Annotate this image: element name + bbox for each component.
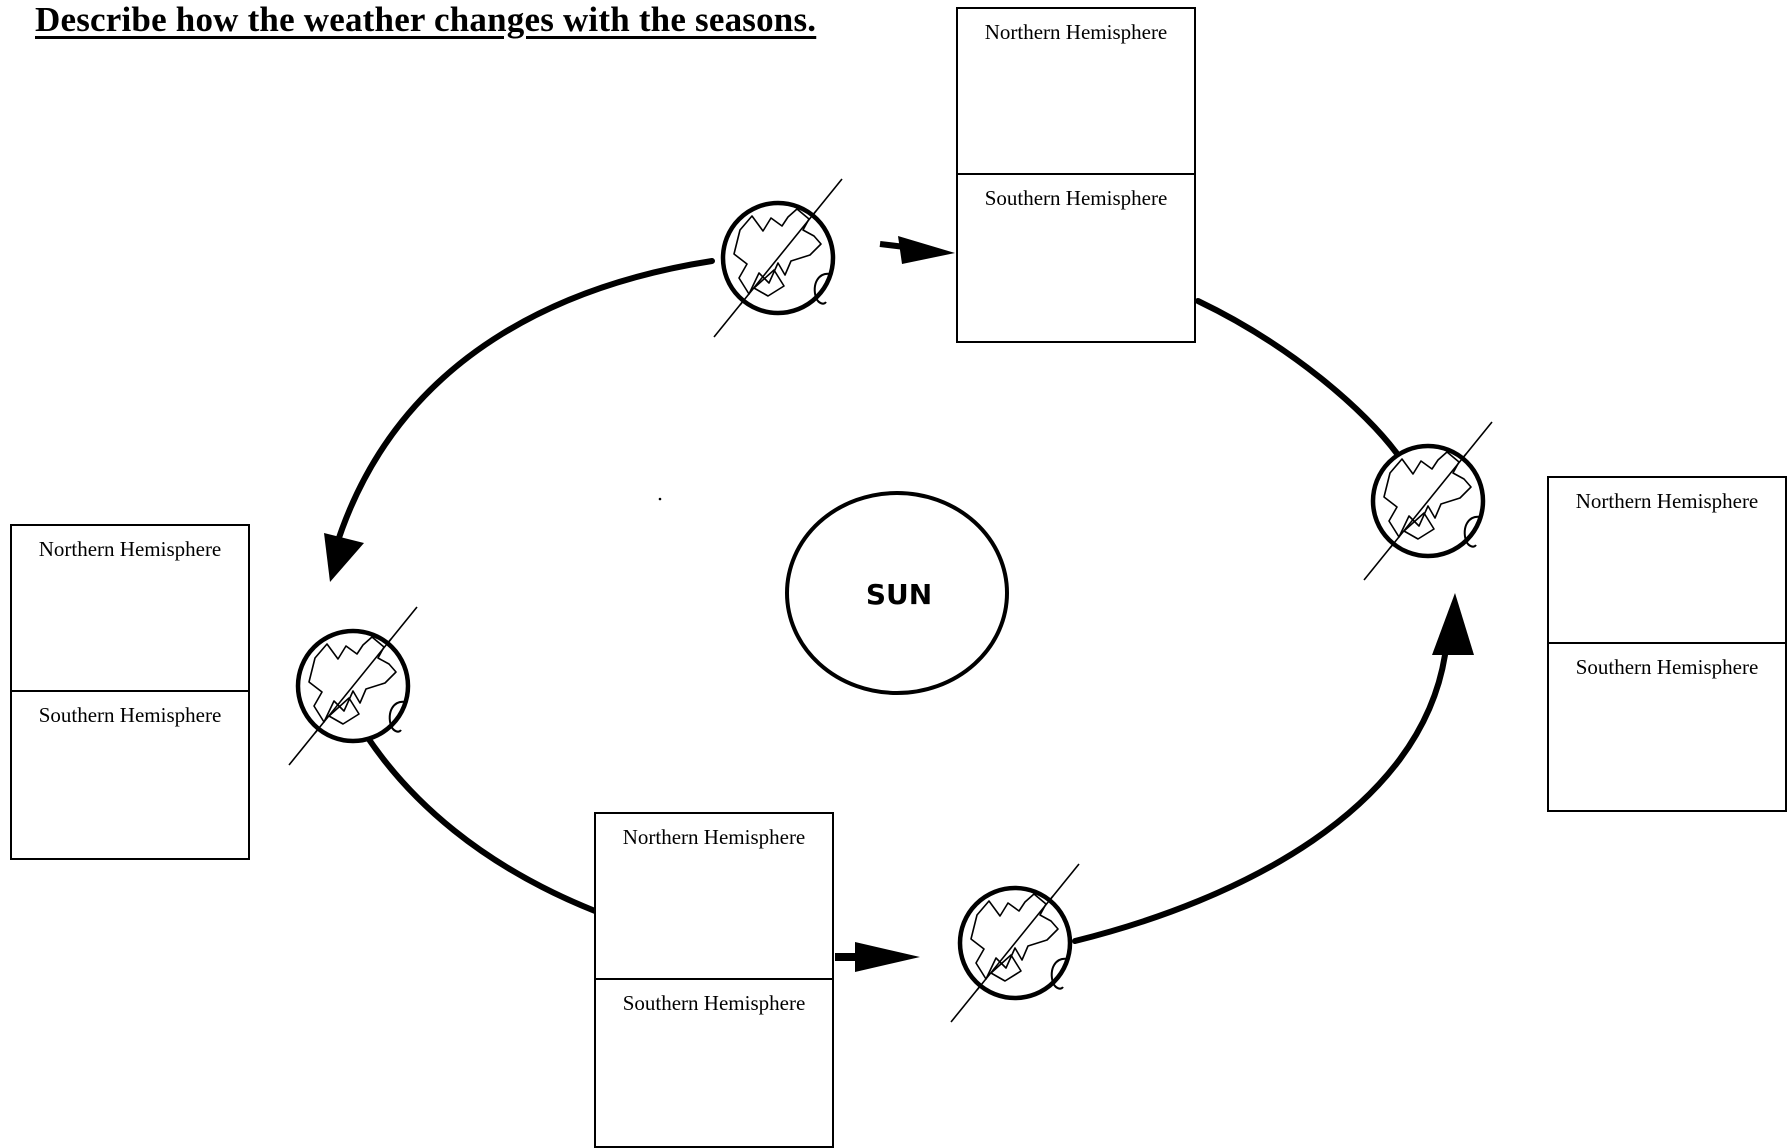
northern-hemisphere-label: Northern Hemisphere bbox=[38, 537, 222, 561]
stray-dot bbox=[658, 497, 662, 501]
northern-hemisphere-label: Northern Hemisphere bbox=[1575, 489, 1759, 513]
southern-hemisphere-label: Southern Hemisphere bbox=[1575, 655, 1759, 679]
arrowhead-bottom-right bbox=[855, 942, 920, 972]
orbit-arc-top-right bbox=[1195, 298, 1401, 458]
sun-circle bbox=[785, 491, 1009, 695]
northern-hemisphere-answer-area[interactable]: Northern Hemisphere bbox=[596, 814, 832, 980]
northern-hemisphere-answer-area[interactable]: Northern Hemisphere bbox=[1549, 478, 1785, 644]
orbit-arc-top-left bbox=[332, 258, 715, 553]
earth-globe-icon bbox=[714, 179, 842, 337]
southern-hemisphere-answer-area[interactable]: Southern Hemisphere bbox=[12, 692, 248, 858]
season-box-left: Northern Hemisphere Southern Hemisphere bbox=[10, 524, 250, 860]
orbit-arc-bottom-right bbox=[1072, 652, 1448, 944]
northern-hemisphere-label: Northern Hemisphere bbox=[984, 20, 1168, 44]
northern-hemisphere-label: Northern Hemisphere bbox=[622, 825, 806, 849]
arrowhead-right-up bbox=[1432, 593, 1474, 655]
arrowhead-left-down bbox=[324, 533, 364, 582]
earth-globe-icon bbox=[951, 864, 1079, 1022]
southern-hemisphere-answer-area[interactable]: Southern Hemisphere bbox=[958, 175, 1194, 341]
northern-hemisphere-answer-area[interactable]: Northern Hemisphere bbox=[12, 526, 248, 692]
earth-globe-icon bbox=[289, 607, 417, 765]
southern-hemisphere-label: Southern Hemisphere bbox=[622, 991, 806, 1015]
northern-hemisphere-answer-area[interactable]: Northern Hemisphere bbox=[958, 9, 1194, 175]
season-box-right: Northern Hemisphere Southern Hemisphere bbox=[1547, 476, 1787, 812]
page-title: Describe how the weather changes with th… bbox=[35, 0, 817, 39]
season-box-bottom: Northern Hemisphere Southern Hemisphere bbox=[594, 812, 834, 1148]
sun-label: SUN bbox=[866, 578, 932, 611]
southern-hemisphere-answer-area[interactable]: Southern Hemisphere bbox=[1549, 644, 1785, 810]
southern-hemisphere-label: Southern Hemisphere bbox=[984, 186, 1168, 210]
southern-hemisphere-label: Southern Hemisphere bbox=[38, 703, 222, 727]
arrowhead-top-right bbox=[898, 236, 955, 264]
season-box-top: Northern Hemisphere Southern Hemisphere bbox=[956, 7, 1196, 343]
orbit-arc-bottom-left bbox=[365, 735, 598, 914]
earth-globe-icon bbox=[1364, 422, 1492, 580]
southern-hemisphere-answer-area[interactable]: Southern Hemisphere bbox=[596, 980, 832, 1146]
